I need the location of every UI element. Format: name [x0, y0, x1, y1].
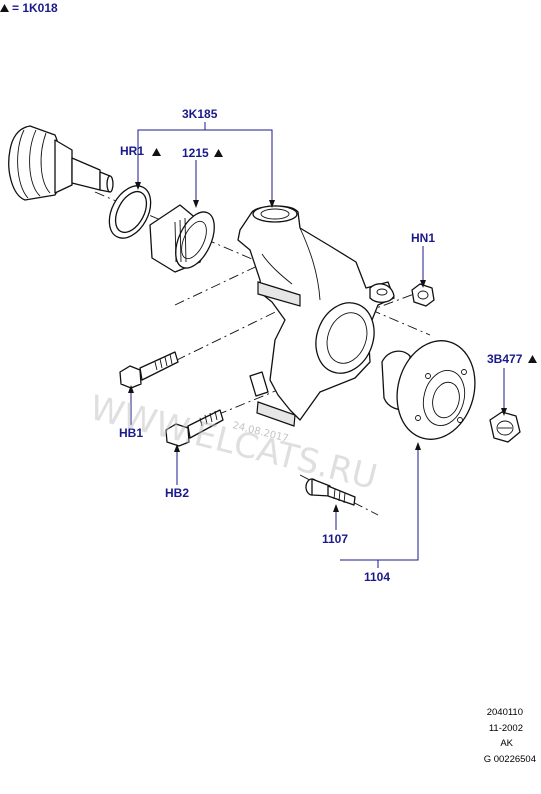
cv-joint — [8, 125, 114, 201]
circlip-hr1 — [108, 185, 152, 239]
wheel-stud-1107 — [305, 478, 356, 506]
label-1104: 1104 — [364, 570, 390, 584]
hub-nut-3b477 — [489, 411, 521, 443]
legend: = 1K018 — [0, 1, 58, 15]
triangle-icon — [214, 149, 223, 157]
wheel-hub-1104 — [381, 340, 476, 440]
watermark-text: WWW.ELCATS.RU — [86, 388, 381, 498]
triangle-icon — [152, 148, 161, 156]
label-1215: 1215 — [182, 146, 209, 160]
footer-line-4: G 00226504 — [484, 754, 536, 765]
callouts: 3K185 HR1 1215 HN1 3B477 HB1 HB2 1107 11… — [119, 107, 537, 584]
label-hb1: HB1 — [119, 426, 143, 440]
bolt-hb1 — [119, 351, 179, 389]
label-hb2: HB2 — [165, 486, 189, 500]
steering-knuckle-3k185 — [237, 205, 395, 427]
wheel-bearing-1215 — [149, 204, 215, 273]
footer-line-3: AK — [500, 738, 513, 749]
label-3k185: 3K185 — [182, 107, 218, 121]
legend-text: = 1K018 — [12, 1, 58, 15]
leader-lines — [130, 122, 505, 568]
footer-line-1: 2040110 — [487, 707, 523, 718]
label-1107: 1107 — [322, 532, 348, 546]
label-hn1: HN1 — [411, 231, 435, 245]
bolt-hb2 — [165, 409, 224, 447]
watermark: WWW.ELCATS.RU 24.08.2017 — [86, 388, 381, 498]
footer-line-2: 11-2002 — [489, 723, 523, 734]
triangle-icon — [0, 4, 9, 12]
label-hr1: HR1 — [120, 144, 144, 158]
triangle-icon — [528, 355, 537, 363]
nut-hn1 — [411, 283, 435, 307]
leader-arrowheads — [128, 182, 507, 512]
label-3b477: 3B477 — [487, 352, 523, 366]
footer-reference: 2040110 11-2002 AK G 00226504 — [484, 707, 536, 765]
